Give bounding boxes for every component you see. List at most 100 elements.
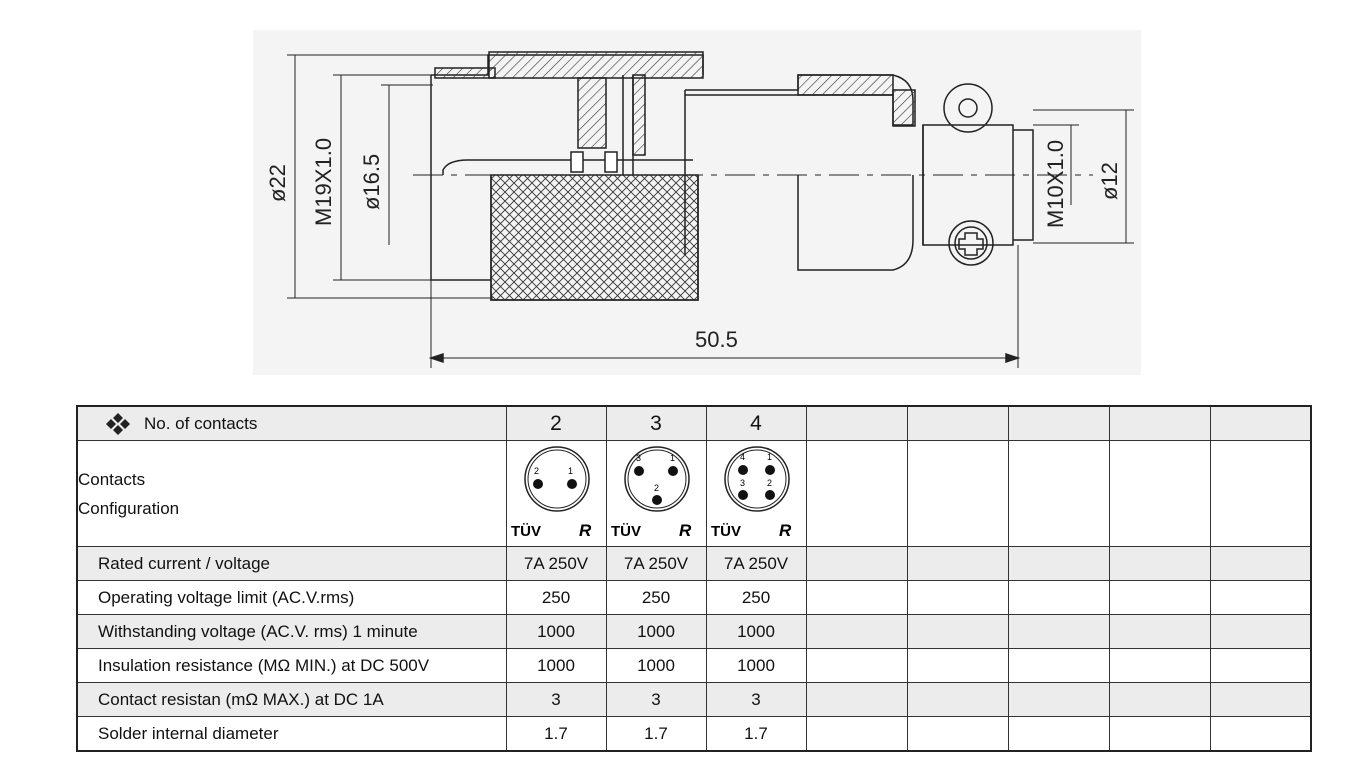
spec-row-value: 1000 [705, 648, 807, 683]
spec-row-value [1108, 614, 1211, 649]
spec-row-value: 1000 [605, 614, 707, 649]
spec-row-value [906, 546, 1009, 581]
spec-row-value: 250 [605, 580, 707, 615]
spec-row-value [1209, 580, 1312, 615]
header-row: No. of contacts 2 3 4 [76, 405, 1312, 441]
tuv-mark: TÜV [611, 523, 641, 540]
spec-row-value: 7A 250V [505, 546, 607, 581]
pin-label: 1 [767, 452, 772, 462]
header-col-4 [906, 405, 1009, 441]
spec-row-value [1108, 546, 1211, 581]
spec-row-value [1108, 580, 1211, 615]
ul-mark-icon: R [579, 521, 592, 540]
spec-row-value [1108, 716, 1211, 752]
tuv-mark: TÜV [511, 523, 541, 540]
spec-row-value [906, 716, 1009, 752]
pin-layout-4: 4 1 3 2 TÜV R [705, 440, 807, 547]
header-col-1: 3 [605, 405, 707, 441]
header-col-5 [1007, 405, 1110, 441]
spec-row-value: 1.7 [505, 716, 607, 752]
spec-row-value [805, 682, 908, 717]
spec-row-value [805, 546, 908, 581]
dim-inner-diameter: ø16.5 [359, 154, 384, 210]
pin-label: 2 [654, 483, 659, 493]
empty-cell [1007, 440, 1110, 547]
pin-layout-3: 3 1 2 TÜV R [605, 440, 707, 547]
spec-row-label: Solder internal diameter [76, 716, 507, 752]
spec-row-label: Operating voltage limit (AC.V.rms) [76, 580, 507, 615]
header-label: No. of contacts [144, 413, 258, 433]
configuration-row: Contacts Configuration 2 1 TÜV R 3 1 2 [76, 440, 1312, 547]
header-col-0: 2 [505, 405, 607, 441]
header-col-3 [805, 405, 908, 441]
spec-row-value [805, 648, 908, 683]
spec-row-value [1209, 716, 1312, 752]
spec-row-value: 7A 250V [605, 546, 707, 581]
spec-row-value [1007, 614, 1110, 649]
dim-outer-diameter: ø22 [265, 164, 290, 202]
spec-row-value [805, 580, 908, 615]
pin-label: 2 [534, 466, 539, 476]
diamond-bullet-icon [106, 412, 130, 435]
spec-row-value [1209, 614, 1312, 649]
spec-row-value [805, 716, 908, 752]
spec-row-value [805, 614, 908, 649]
ul-mark-icon: R [779, 521, 792, 540]
connector-technical-drawing: ø22 M19X1.0 ø16.5 M10X1.0 ø12 50.5 [253, 30, 1141, 375]
spec-row-value: 3 [705, 682, 807, 717]
pin-diagram-4-contacts: 4 1 3 2 TÜV R [711, 446, 792, 540]
header-col-7 [1209, 405, 1312, 441]
spec-row-value: 1.7 [705, 716, 807, 752]
header-col-6 [1108, 405, 1211, 441]
spec-row-value [1007, 580, 1110, 615]
spec-row: Insulation resistance (MΩ MIN.) at DC 50… [76, 648, 1312, 683]
pin-label: 3 [740, 478, 745, 488]
spec-row-value: 3 [605, 682, 707, 717]
spec-row-value: 250 [705, 580, 807, 615]
pin-layout-2: 2 1 TÜV R [505, 440, 607, 547]
spec-row-value [906, 682, 1009, 717]
spec-row-value [906, 614, 1009, 649]
spec-row-value [1108, 682, 1211, 717]
dim-cable-diameter: ø12 [1097, 162, 1122, 200]
spec-row-value: 1000 [605, 648, 707, 683]
spec-row-value [1209, 682, 1312, 717]
spec-row-value: 1000 [505, 648, 607, 683]
empty-cell [805, 440, 908, 547]
pin-label: 3 [636, 453, 641, 463]
spec-row-value: 3 [505, 682, 607, 717]
pin-label: 2 [767, 478, 772, 488]
spec-row-label: Withstanding voltage (AC.V. rms) 1 minut… [76, 614, 507, 649]
spec-row-value [1209, 648, 1312, 683]
dim-thread-front: M19X1.0 [311, 138, 336, 226]
spec-row-value [1007, 648, 1110, 683]
spec-row-label: Insulation resistance (MΩ MIN.) at DC 50… [76, 648, 507, 683]
tuv-mark: TÜV [711, 523, 741, 540]
spec-row-value: 1.7 [605, 716, 707, 752]
header-label-cell: No. of contacts [76, 405, 507, 441]
spec-row-value [1209, 546, 1312, 581]
dim-length: 50.5 [695, 327, 738, 352]
pin-diagram-3-contacts: 3 1 2 TÜV R [611, 446, 692, 540]
ul-mark-icon: R [679, 521, 692, 540]
pin-label: 1 [670, 453, 675, 463]
spec-row-value: 1000 [505, 614, 607, 649]
specification-table: No. of contacts 2 3 4 Contacts Configura… [76, 405, 1312, 752]
spec-row: Withstanding voltage (AC.V. rms) 1 minut… [76, 614, 1312, 649]
header-col-2: 4 [705, 405, 807, 441]
spec-row-value: 7A 250V [705, 546, 807, 581]
pin-label: 4 [740, 452, 745, 462]
configuration-label-line2: Configuration [78, 498, 180, 518]
empty-cell [1209, 440, 1312, 547]
empty-cell [906, 440, 1009, 547]
spec-row-value [906, 580, 1009, 615]
dim-thread-rear: M10X1.0 [1043, 140, 1068, 228]
spec-row-label: Rated current / voltage [76, 546, 507, 581]
spec-row-label: Contact resistan (mΩ MAX.) at DC 1A [76, 682, 507, 717]
spec-row-value [1007, 716, 1110, 752]
